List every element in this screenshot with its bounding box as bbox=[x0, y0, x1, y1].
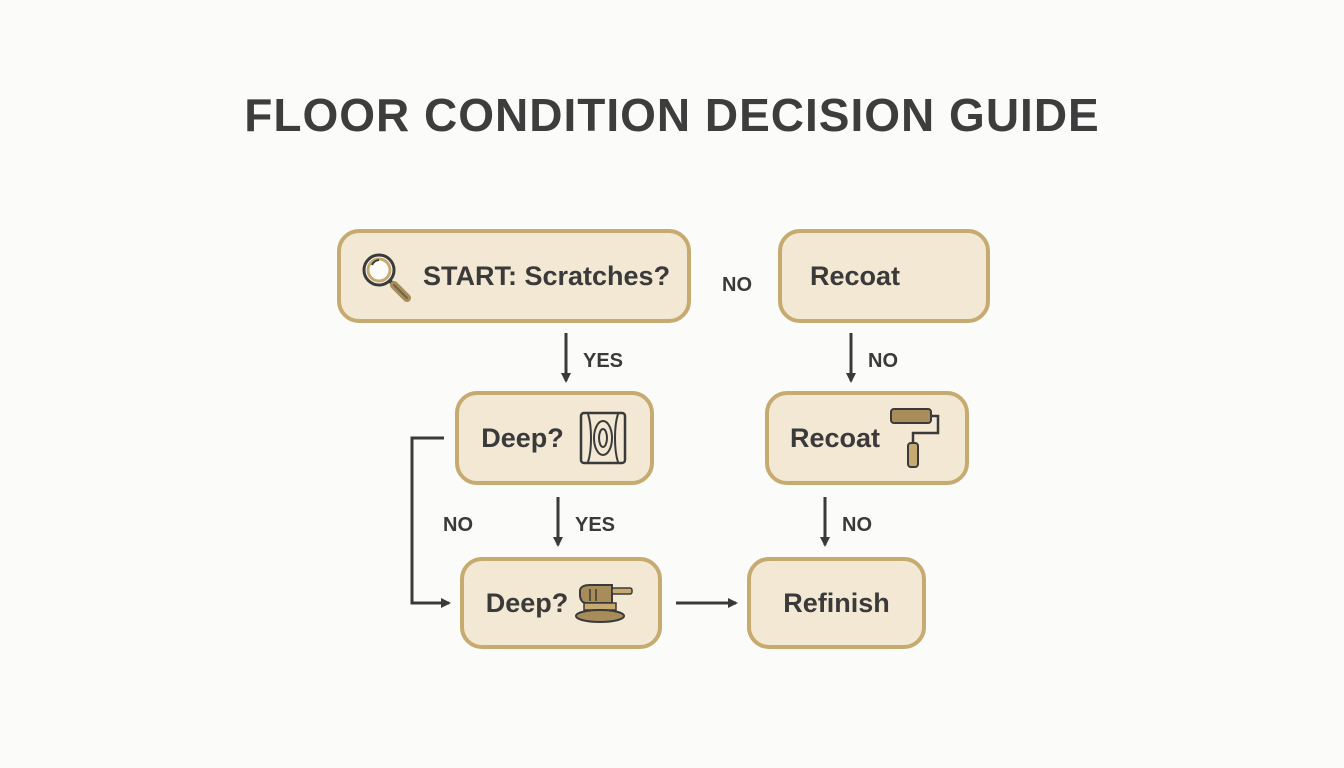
refinish-node-label: Refinish bbox=[783, 587, 890, 618]
deep-wood-node-label: Deep? bbox=[481, 422, 564, 453]
start-node: START: Scratches? bbox=[337, 229, 691, 323]
recoat-node-top: Recoat bbox=[778, 229, 990, 323]
deep-sander-node-label: Deep? bbox=[485, 587, 569, 618]
paint-roller-icon bbox=[888, 405, 944, 471]
refinish-node: Refinish bbox=[747, 557, 926, 649]
edge-label-start-yes: YES bbox=[583, 350, 624, 372]
recoat-node-top-label: Recoat bbox=[810, 260, 901, 291]
magnifying-glass-icon bbox=[357, 248, 413, 304]
wood-grain-icon bbox=[578, 410, 628, 466]
edge-label-roller-no: NO bbox=[842, 514, 872, 536]
edge-label-recoat-no: NO bbox=[868, 350, 898, 372]
edge-label-deep-yes: YES bbox=[575, 514, 616, 536]
start-node-label: START: Scratches? bbox=[423, 260, 671, 291]
deep-wood-node: Deep? bbox=[455, 391, 654, 485]
floor-sander-icon bbox=[572, 579, 636, 627]
deep-sander-node: Deep? bbox=[460, 557, 662, 649]
arrow-deep-no-loop bbox=[410, 436, 451, 608]
page-title: FLOOR CONDITION DECISION GUIDE bbox=[244, 89, 1100, 141]
edge-label-start-no: NO bbox=[722, 274, 752, 296]
edge-label-deep-no: NO bbox=[443, 514, 473, 536]
recoat-roller-node-label: Recoat bbox=[789, 422, 881, 453]
recoat-roller-node: Recoat bbox=[765, 391, 969, 485]
